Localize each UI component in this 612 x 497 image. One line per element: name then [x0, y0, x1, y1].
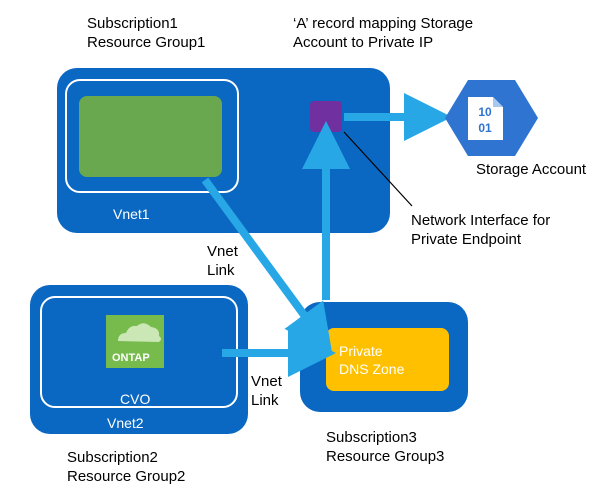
- storage-account-icon: 10 01: [445, 80, 538, 156]
- vm-box: [79, 96, 222, 177]
- subscription2-line2: Resource Group2: [67, 468, 186, 485]
- record-note-label: ‘A’ record mapping Storage Account to Pr…: [293, 14, 473, 52]
- subscription1-line2: Resource Group1: [87, 34, 206, 51]
- vnet2-label: Vnet2: [107, 415, 144, 431]
- network-interface-line1: Network Interface for: [411, 212, 551, 229]
- subscription1-label: Subscription1 Resource Group1: [87, 14, 205, 52]
- vnet1-label: Vnet1: [113, 206, 150, 222]
- vnet-link-2-line1: Vnet: [251, 373, 282, 390]
- private-dns-zone-box: [326, 328, 449, 391]
- private-dns-zone-line1: Private: [339, 343, 383, 359]
- record-note-line2: Account to Private IP: [293, 34, 434, 51]
- svg-text:01: 01: [478, 121, 492, 135]
- ontap-label: ONTAP: [112, 352, 150, 364]
- vnet-link-2-label: Vnet Link: [251, 372, 282, 410]
- private-endpoint-nic: [310, 101, 342, 132]
- subscription2-label: Subscription2 Resource Group2: [67, 448, 185, 486]
- ontap-icon: [106, 315, 164, 368]
- arrow-vm-to-dns: [201, 177, 333, 354]
- subscription3-line1: Subscription3: [326, 429, 417, 446]
- vnet-link-1-line1: Vnet: [207, 243, 238, 260]
- private-dns-zone-label: Private DNS Zone: [339, 342, 404, 378]
- storage-account-label: Storage Account: [476, 161, 587, 178]
- private-dns-zone-line2: DNS Zone: [339, 361, 405, 377]
- vnet1-inner-outline: [65, 79, 239, 193]
- record-note-line1: ‘A’ record mapping Storage: [293, 15, 474, 32]
- network-interface-line2: Private Endpoint: [411, 231, 522, 248]
- vnet-link-1-line2: Link: [207, 262, 235, 279]
- network-interface-label: Network Interface for Private Endpoint: [411, 211, 550, 249]
- vnet-link-1-label: Vnet Link: [207, 242, 238, 280]
- subscription1-line1: Subscription1: [87, 15, 178, 32]
- vnet-link-2-line2: Link: [251, 392, 279, 409]
- svg-text:10: 10: [478, 105, 492, 119]
- cvo-label: CVO: [120, 391, 151, 407]
- subscription3-line2: Resource Group3: [326, 448, 445, 465]
- subscription2-line1: Subscription2: [67, 449, 158, 466]
- subscription3-label: Subscription3 Resource Group3: [326, 428, 444, 466]
- nic-callout-line: [343, 131, 413, 207]
